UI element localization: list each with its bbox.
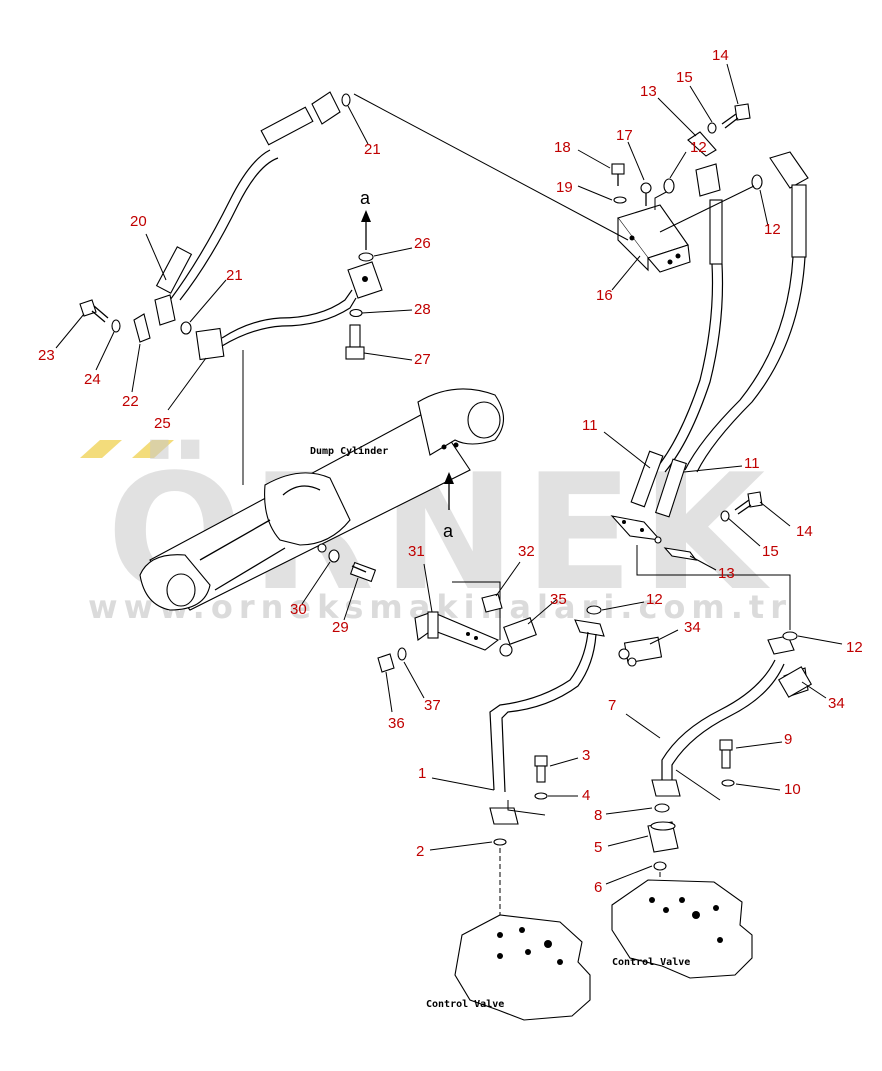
oring-12-b (782, 631, 798, 641)
callout-9: 9 (784, 731, 792, 748)
clamp-13-lower (636, 545, 791, 630)
control-valve-left-label: Control Valve (426, 999, 504, 1010)
callout-21-left: 21 (226, 267, 243, 284)
callout-15-lower: 15 (762, 543, 779, 560)
callout-14-lower: 14 (796, 523, 813, 540)
callout-27: 27 (414, 351, 431, 368)
callout-28: 28 (414, 301, 431, 318)
callout-11-left: 11 (582, 417, 598, 434)
callout-12-upper-mid: 12 (690, 139, 707, 156)
bolt-23 (79, 299, 109, 323)
watermark-accent-left (80, 440, 122, 458)
bolt-32 (481, 593, 503, 613)
callout-35: 35 (550, 591, 567, 608)
hose-11-right (654, 151, 809, 518)
callout-13-lower: 13 (718, 565, 735, 582)
callout-5: 5 (594, 839, 602, 856)
callout-21-top: 21 (364, 141, 381, 158)
hose-20 (154, 91, 351, 335)
callout-1: 1 (418, 765, 426, 782)
callout-13-upper: 13 (640, 83, 657, 100)
block-16 (353, 93, 691, 273)
bolt-14-lower (734, 491, 763, 515)
washer-24 (111, 319, 121, 333)
callout-7: 7 (608, 697, 616, 714)
arrow-a-mid-label: a (443, 521, 454, 541)
washer-28 (349, 308, 363, 318)
nut-36 (377, 653, 395, 673)
callout-19: 19 (556, 179, 573, 196)
washer-4 (534, 792, 548, 800)
callout-20: 20 (130, 213, 147, 230)
callout-23: 23 (38, 347, 55, 364)
callout-24: 24 (84, 371, 101, 388)
callout-6: 6 (594, 879, 602, 896)
callout-34-upper: 34 (684, 619, 701, 636)
bolt-27 (345, 324, 365, 360)
clamp-13-upper (687, 131, 717, 157)
arrow-a-mid: a (443, 472, 454, 541)
callout-32: 32 (518, 543, 535, 560)
adapter-5 (647, 821, 679, 853)
callout-10: 10 (784, 781, 801, 798)
callout-4: 4 (582, 787, 590, 804)
clip-34-lower (777, 666, 813, 698)
callout-25: 25 (154, 415, 171, 432)
callout-8: 8 (594, 807, 602, 824)
washer-10 (721, 779, 735, 787)
callouts: 1 2 3 4 5 6 7 8 9 10 11 11 12 12 12 12 1… (38, 47, 863, 896)
callout-12-upper-right: 12 (764, 221, 781, 238)
callout-15-upper: 15 (676, 69, 693, 86)
tube-7 (651, 635, 809, 801)
oring-26 (358, 252, 374, 262)
callout-31: 31 (408, 543, 425, 560)
arrow-a-top: a (360, 188, 371, 250)
arrow-a-top-label: a (360, 188, 371, 208)
spacer-35 (499, 617, 537, 657)
callout-22: 22 (122, 393, 139, 410)
callout-37: 37 (424, 697, 441, 714)
callout-3: 3 (582, 747, 590, 764)
dump-cylinder: Dump Cylinder (139, 388, 505, 611)
callout-12-right: 12 (846, 639, 863, 656)
flange-lower (610, 515, 662, 544)
clamp-22 (133, 313, 151, 343)
watermark-accent-right (132, 440, 174, 458)
bolt-3 (534, 755, 548, 783)
oring-8 (654, 803, 670, 813)
callout-36: 36 (388, 715, 405, 732)
washer-37 (397, 647, 407, 661)
bolt-18 (611, 163, 625, 186)
control-valve-left: Control Valve (426, 914, 591, 1021)
callout-16: 16 (596, 287, 613, 304)
washer-19 (613, 196, 627, 204)
oring-12-a (586, 605, 602, 615)
bolt-17 (640, 182, 652, 206)
washer-15-lower (720, 510, 730, 522)
clip-34-upper (618, 636, 663, 667)
tube-25 (195, 261, 383, 485)
bolt-14-upper (721, 103, 751, 129)
callout-14-upper: 14 (712, 47, 729, 64)
callout-11-right: 11 (744, 455, 760, 472)
control-valve-right: Control Valve (611, 879, 753, 979)
callout-18: 18 (554, 139, 571, 156)
control-valve-right-label: Control Valve (612, 957, 690, 968)
dump-cylinder-label: Dump Cylinder (310, 445, 388, 457)
hose-11-left (630, 163, 724, 508)
callout-26: 26 (414, 235, 431, 252)
callout-34-lower: 34 (828, 695, 845, 712)
bolt-29 (349, 561, 377, 583)
callout-12-mid: 12 (646, 591, 663, 608)
washer-30 (328, 549, 340, 563)
callout-30: 30 (290, 601, 307, 618)
bolt-9 (719, 739, 733, 769)
washer-15-upper (707, 122, 717, 134)
tube-1 (489, 619, 605, 935)
callout-2: 2 (416, 843, 424, 860)
callout-29: 29 (332, 619, 349, 636)
callout-17: 17 (616, 127, 633, 144)
leader-lines (55, 63, 843, 885)
